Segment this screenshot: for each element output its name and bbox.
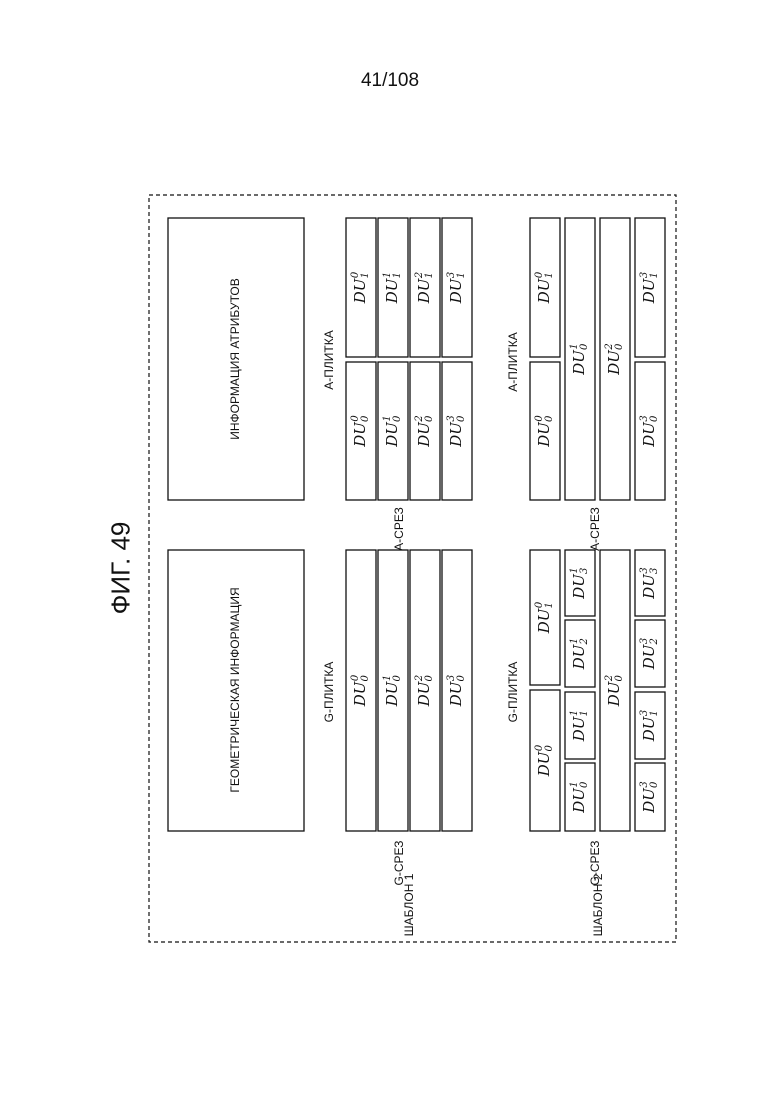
a-tile-label-2: A-ПЛИТКА [506, 332, 520, 391]
du-label: DU01 [382, 415, 403, 448]
du-label: DU02 [604, 343, 625, 376]
du-label: DU21 [569, 638, 590, 670]
a-slice-label-1: A-СРЕЗ [392, 507, 406, 551]
du-label: DU00 [534, 415, 555, 448]
du-label: DU11 [382, 272, 403, 304]
du-label: DU33 [639, 567, 660, 599]
du-label: DU10 [534, 271, 555, 304]
du-label: DU13 [446, 272, 467, 304]
du-label: DU00 [534, 744, 555, 777]
du-label: DU01 [569, 343, 590, 376]
a-tile-label-1: A-ПЛИТКА [322, 330, 336, 389]
du-label: DU10 [534, 601, 555, 634]
du-label: DU03 [446, 675, 467, 708]
du-label: DU11 [569, 710, 590, 742]
du-label: DU31 [569, 567, 590, 599]
du-label: DU03 [446, 415, 467, 448]
du-label: DU03 [639, 781, 660, 814]
attribute-info-label: ИНФОРМАЦИЯ АТРИБУТОВ [228, 278, 242, 440]
du-label: DU00 [350, 415, 371, 448]
du-label: DU02 [414, 415, 435, 448]
a-slice-label-2: A-СРЕЗ [588, 507, 602, 551]
du-label: DU10 [350, 271, 371, 304]
geometry-info-label: ГЕОМЕТРИЧЕСКАЯ ИНФОРМАЦИЯ [228, 587, 242, 792]
g-tile-label-1: G-ПЛИТКА [322, 662, 336, 723]
du-label: DU02 [414, 675, 435, 708]
template1-label: ШАБЛОН 1 [402, 873, 416, 936]
du-label: DU01 [382, 675, 403, 708]
du-label: DU03 [639, 415, 660, 448]
du-label: DU13 [639, 272, 660, 304]
g-tile-label-2: G-ПЛИТКА [506, 662, 520, 723]
du-label: DU12 [414, 272, 435, 304]
du-label: DU00 [350, 674, 371, 707]
du-label: DU13 [639, 710, 660, 742]
du-label: DU01 [569, 781, 590, 814]
template2-label: ШАБЛОН 2 [591, 873, 605, 936]
du-label: DU02 [604, 675, 625, 708]
du-label: DU23 [639, 638, 660, 670]
